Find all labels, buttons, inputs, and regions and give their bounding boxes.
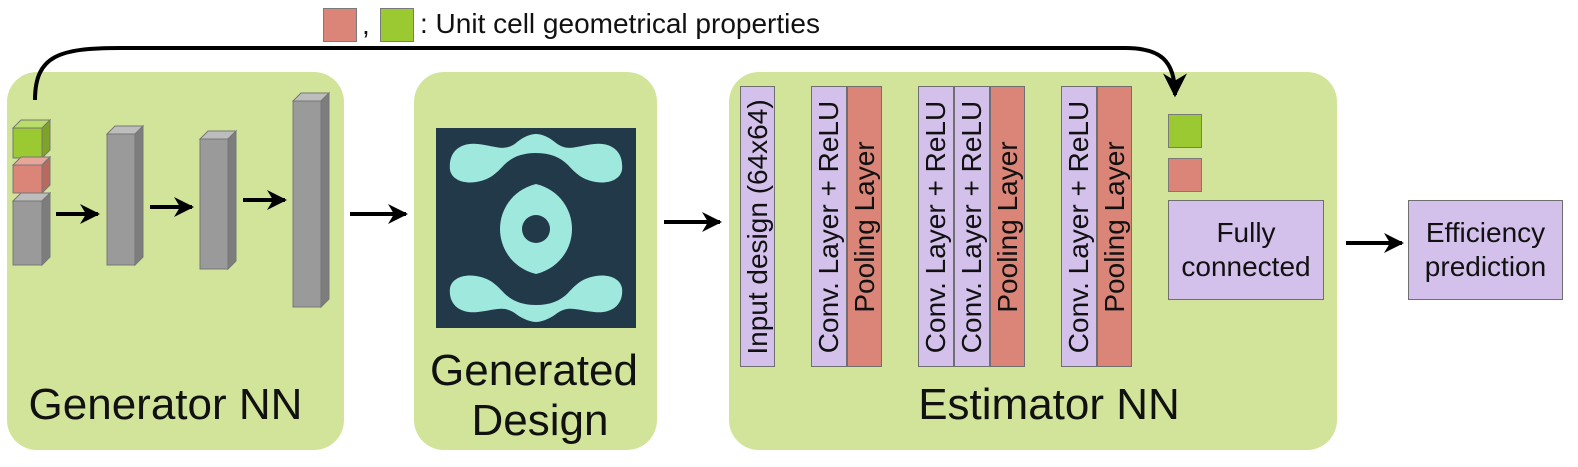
pooling-layer-2-label: Pooling Layer [991,140,1023,313]
conv-layer-2a: Conv. Layer + ReLU [918,86,954,367]
conv-layer-2a-label: Conv. Layer + ReLU [920,100,951,353]
conv-layer-2b: Conv. Layer + ReLU [954,86,990,367]
pooling-layer-3-label: Pooling Layer [1098,140,1130,313]
fully-connected-line1: Fully [1216,217,1276,248]
pooling-layer-1: Pooling Layer [847,86,882,367]
legend-text: : Unit cell geometrical properties [420,8,820,39]
green-cube [11,118,52,160]
conv-layer-3-label: Conv. Layer + ReLU [1063,100,1094,353]
design-label-line1: Generated [430,346,638,395]
salmon-cube [11,155,52,195]
legend-separator: , [362,9,370,40]
efficiency-prediction-line1: Efficiency [1425,217,1546,248]
generated-design-image [436,128,636,328]
efficiency-prediction-box: Efficiency prediction [1408,200,1563,300]
legend-green-swatch [380,8,414,42]
legend-salmon-swatch [323,8,357,42]
estimator-label: Estimator NN [918,380,1180,429]
pooling-layer-2: Pooling Layer [990,86,1025,367]
generator-layer-2 [198,129,238,271]
latent-block [11,191,52,267]
fc-green-input [1168,114,1202,148]
pooling-layer-1-label: Pooling Layer [848,140,880,313]
fc-salmon-input [1168,158,1202,192]
efficiency-prediction-line2: prediction [1424,251,1547,282]
conv-layer-1-label: Conv. Layer + ReLU [813,100,844,353]
input-design-layer: Input design (64x64) [740,86,775,367]
fully-connected-line2: connected [1181,251,1311,282]
conv-layer-2b-label: Conv. Layer + ReLU [956,100,987,353]
pooling-layer-3: Pooling Layer [1097,86,1132,367]
properties-arrow [33,46,1187,101]
generator-panel [7,72,344,450]
fully-connected-box: Fully connected [1168,200,1324,300]
input-design-label: Input design (64x64) [741,98,773,355]
design-label-line2: Design [471,396,609,445]
conv-layer-1: Conv. Layer + ReLU [811,86,847,367]
generator-layer-3 [291,91,331,309]
generator-label: Generator NN [28,380,303,429]
generator-layer-1 [105,124,145,267]
conv-layer-3: Conv. Layer + ReLU [1061,86,1097,367]
